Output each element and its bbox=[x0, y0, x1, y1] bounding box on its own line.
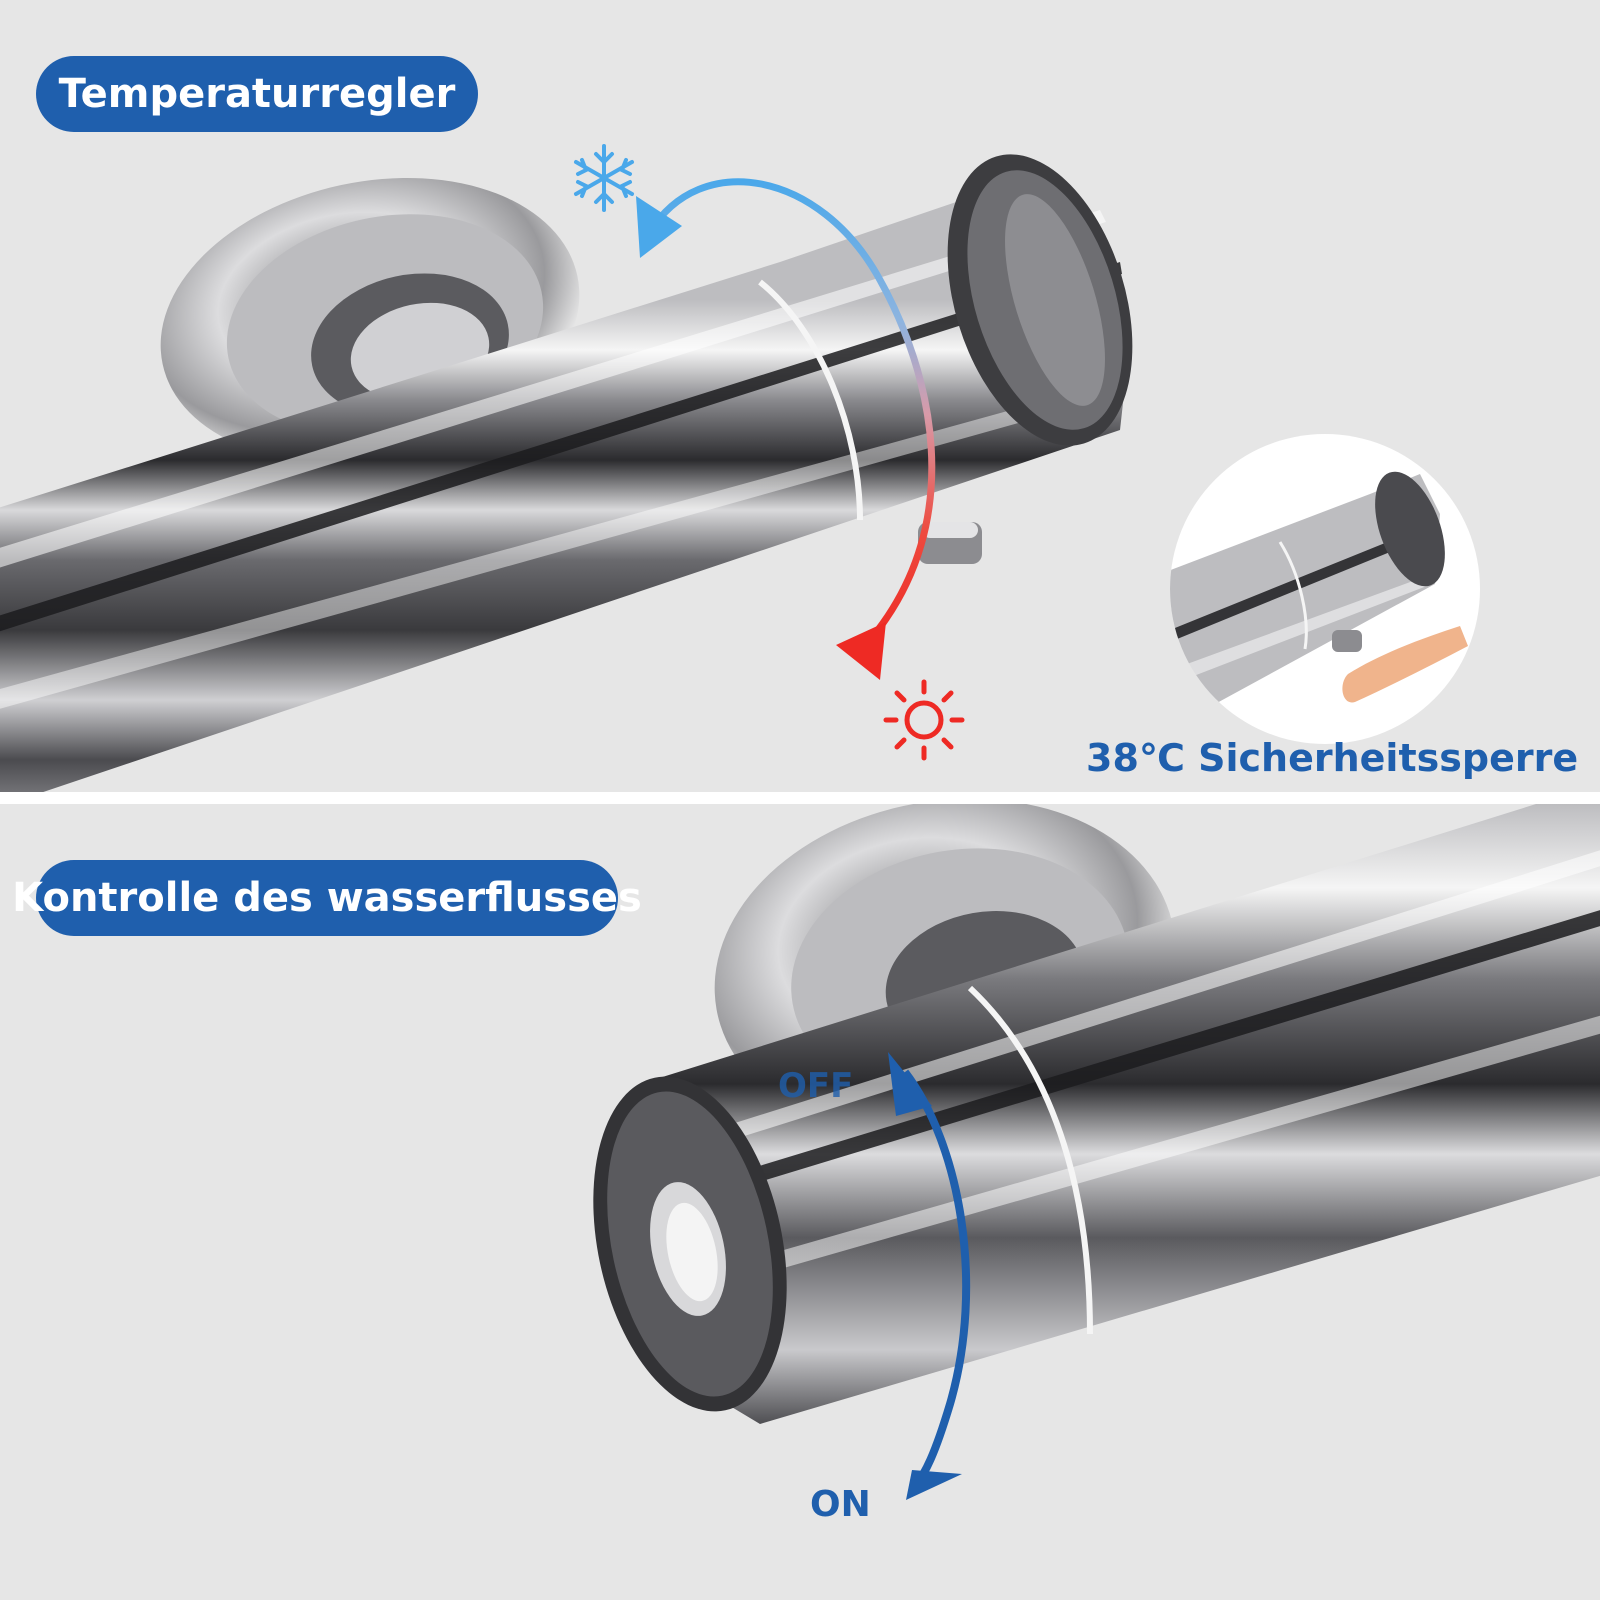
off-arrowhead-icon bbox=[888, 1052, 932, 1116]
hot-arrowhead-icon bbox=[836, 622, 886, 680]
sun-icon bbox=[883, 679, 965, 761]
flow-rotation-arrow bbox=[901, 1069, 971, 1489]
off-label: OFF bbox=[778, 1066, 854, 1106]
thermostat-illustration-top bbox=[0, 144, 1133, 792]
safety-lock-illustration bbox=[1170, 471, 1468, 729]
flow-control-title: Kontrolle des wasserflusses bbox=[12, 860, 642, 936]
finger-illustration bbox=[1342, 626, 1468, 703]
temperature-regulator-title: Temperaturregler bbox=[36, 56, 478, 132]
thermostat-illustration-bottom bbox=[593, 804, 1600, 1500]
snowflake-icon bbox=[574, 144, 634, 212]
temperature-rotation-arrow bbox=[647, 178, 936, 643]
panel-divider bbox=[0, 792, 1600, 804]
flow-control-panel: Kontrolle des wasserflusses bbox=[0, 804, 1600, 1600]
on-label: ON bbox=[810, 1484, 871, 1525]
cold-arrowhead-icon bbox=[636, 196, 682, 258]
on-arrowhead-icon bbox=[906, 1470, 962, 1500]
temperature-panel: 38℃ Sicherheitssperre Temperaturregler bbox=[0, 0, 1600, 792]
safety-lock-detail-inset bbox=[1170, 434, 1480, 744]
safety-lock-label: 38℃ Sicherheitssperre bbox=[1086, 736, 1579, 780]
